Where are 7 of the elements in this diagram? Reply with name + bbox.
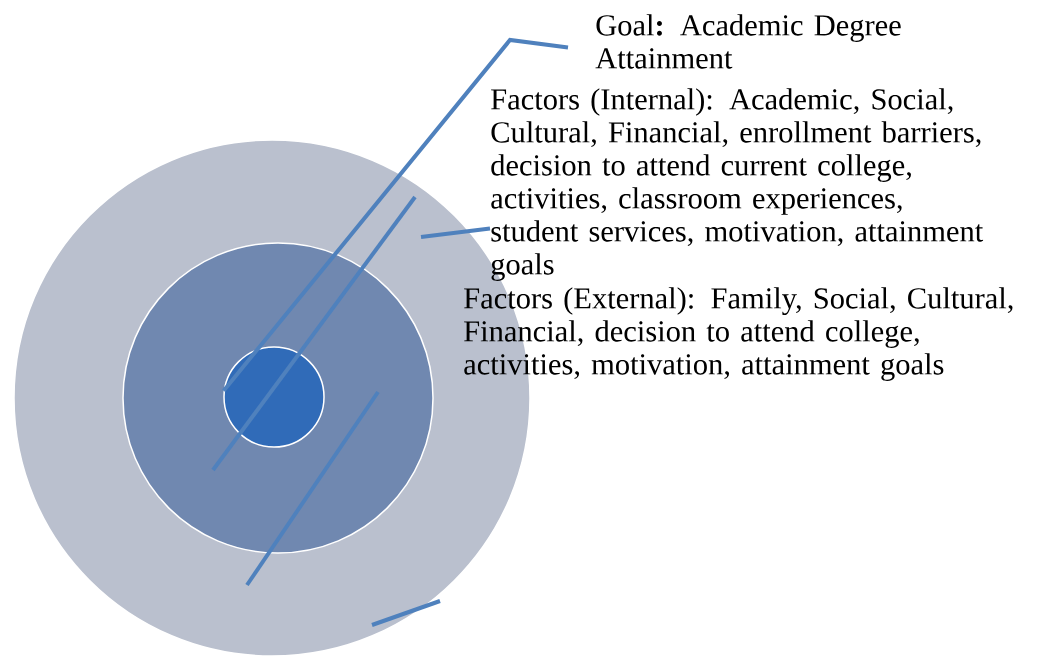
label-text: Factors (Internal): Academic, Social, Cultural, Financial, enrollment barriers, decision to attend current college, activities, classroom experiences, student services, motivation, attainment goals xyxy=(491,88,984,281)
leader-line xyxy=(222,37,569,393)
label-text: Factors (External): Family, Social, Cultural, Financial, decision to attend college, activities, motivation, attainment goals xyxy=(464,287,1013,381)
leader-line xyxy=(420,226,491,239)
label-text: Goal: Academic Degree Attainment xyxy=(595,14,901,69)
target-ring xyxy=(122,242,434,554)
target-ring xyxy=(223,346,325,448)
